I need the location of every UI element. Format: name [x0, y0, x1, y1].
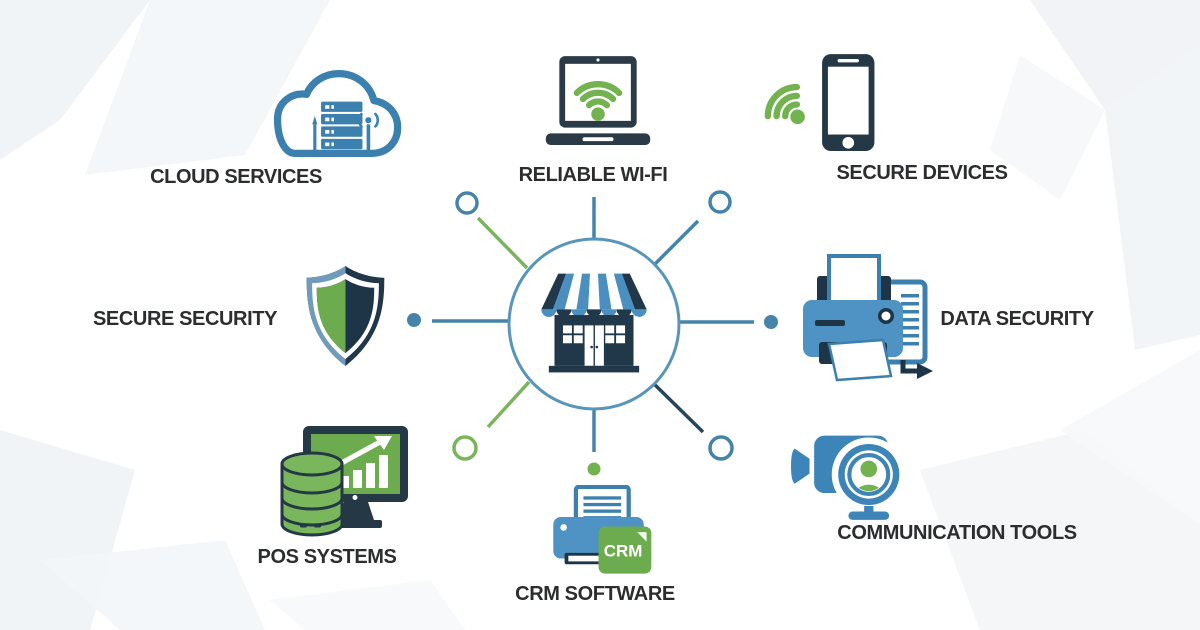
storefront-icon: [541, 273, 647, 373]
connector-dot-left: [407, 313, 421, 327]
crm-badge-text: CRM: [604, 542, 643, 561]
crm-badge: CRM: [598, 526, 652, 574]
label-pos-systems: POS SYSTEMS: [257, 546, 397, 568]
label-reliable-wifi: RELIABLE WI-FI: [518, 164, 668, 186]
shield-icon: [306, 266, 385, 366]
database-stack: [280, 451, 344, 537]
connector-ring-bottom-left: [452, 435, 478, 461]
wifi-signal: [573, 81, 623, 109]
monitor-database-icon: [280, 426, 408, 537]
connector-line-top-right: [649, 219, 700, 270]
awning: [541, 273, 647, 317]
label-cloud-services: CLOUD SERVICES: [150, 166, 322, 188]
video-camera-icon: [791, 435, 906, 520]
store-building: [548, 315, 640, 373]
smartphone-wifi-icon: [764, 54, 875, 152]
printer-document-icon: [803, 254, 933, 382]
label-secure-devices: SECURE DEVICES: [836, 162, 1008, 184]
connector-line-bottom-right: [648, 378, 705, 434]
label-crm-software: CRM SOFTWARE: [515, 583, 675, 605]
antenna-left: [312, 116, 318, 152]
label-data-security: DATA SECURITY: [940, 308, 1094, 330]
connector-ring-bottom-right: [708, 435, 734, 461]
connector-line-top-left: [476, 216, 529, 270]
label-communication-tools: COMMUNICATION TOOLS: [837, 522, 1077, 544]
webcam: [831, 437, 906, 520]
cloud-server-icon: [273, 69, 402, 157]
wifi-signal: [764, 83, 805, 125]
connector-dot-bottom: [587, 462, 601, 476]
antenna-right: [357, 112, 380, 152]
connector-dot-right: [764, 315, 778, 329]
connector-ring-top-right: [708, 190, 732, 214]
laptop-wifi-icon: [545, 56, 651, 146]
connector-line-bottom-left: [486, 380, 531, 429]
label-secure-security: SECURE SECURITY: [92, 308, 278, 330]
printer-crm-icon: CRM: [553, 485, 652, 574]
connector-ring-top-left: [455, 191, 479, 215]
